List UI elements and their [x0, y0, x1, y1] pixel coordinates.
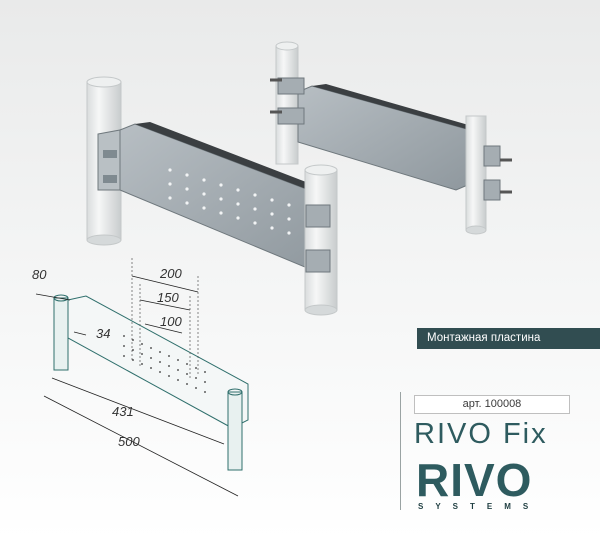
divider-line: [400, 392, 401, 510]
dimension-100: 100: [160, 314, 182, 329]
logo-brand: RIVO: [416, 456, 532, 506]
product-title: RIVO Fix: [414, 418, 548, 450]
logo-subline: SYSTEMS: [418, 502, 540, 511]
dimension-200: 200: [160, 266, 182, 281]
dimension-431: 431: [112, 404, 134, 419]
mounting-plate-back: [270, 77, 472, 191]
dimension-150: 150: [157, 290, 179, 305]
pole-small-right: [465, 115, 512, 235]
rivo-systems-logo: RIVO SYSTEMS: [416, 456, 540, 511]
dimension-500: 500: [118, 434, 140, 449]
article-number: арт. 100008: [414, 395, 570, 414]
product-render: [86, 41, 512, 316]
plate-holes: [168, 168, 291, 235]
dimension-34: 34: [96, 326, 111, 341]
pole-small-left: [275, 41, 299, 165]
mounting-plate-front: [97, 122, 332, 271]
product-type-ribbon: Монтажная пластина: [417, 328, 600, 349]
pole-right: [304, 164, 338, 316]
dimension-80: 80: [32, 267, 47, 282]
